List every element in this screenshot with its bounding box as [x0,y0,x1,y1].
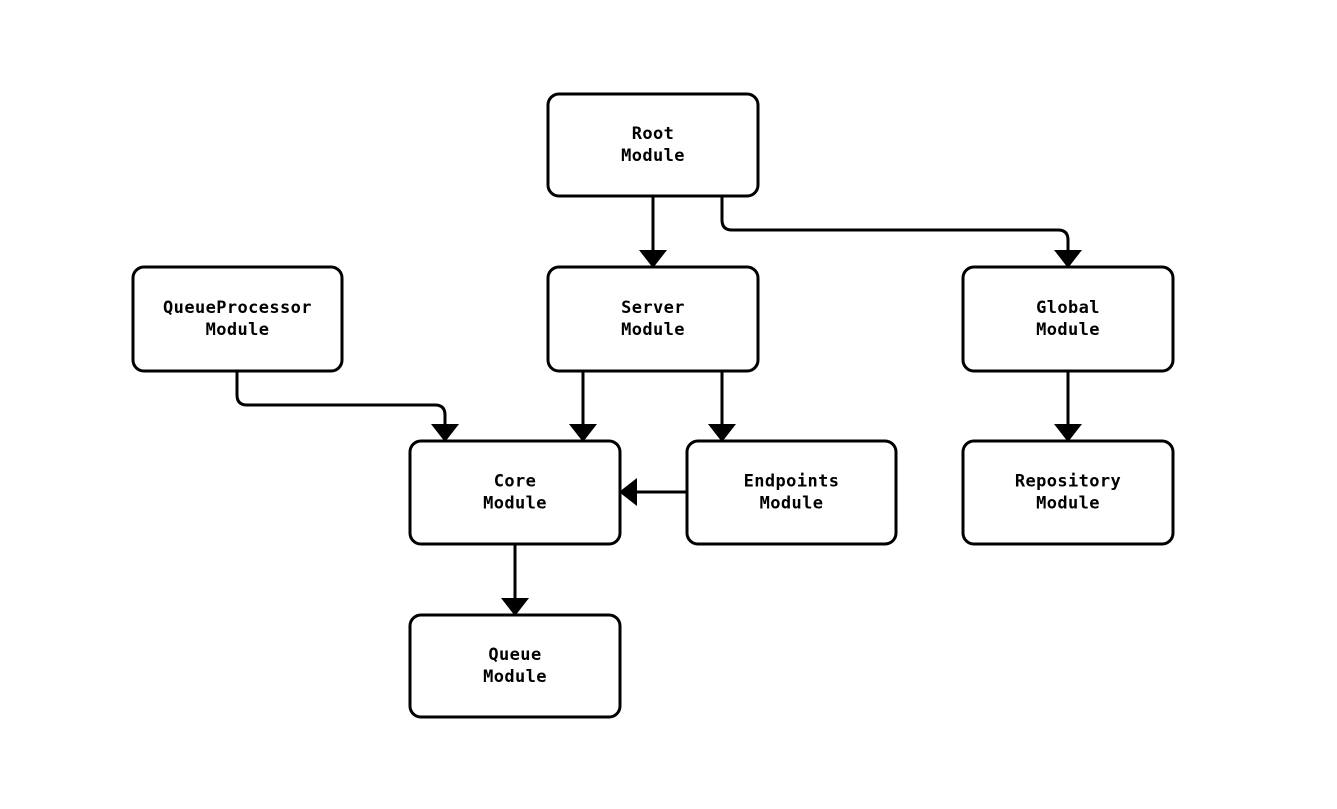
node-core-box[interactable] [408,439,622,546]
arrowhead-queueprocessor-to-core [431,424,459,442]
node-endpoints-label-line2: Module [760,494,824,514]
node-global-label-line1: Global [1036,298,1100,318]
node-server-label-line2: Module [621,320,685,340]
node-root[interactable]: Root Module [546,92,760,198]
node-repository-box[interactable] [961,439,1175,546]
node-repository[interactable]: Repository Module [961,439,1175,546]
arrowhead-core-to-queue [501,598,529,616]
node-repository-label-line2: Module [1036,494,1100,514]
node-core-label-line2: Module [483,494,547,514]
node-root-label-line1: Root [632,124,675,144]
node-queue-box[interactable] [408,613,622,719]
node-endpoints-label-line1: Endpoints [744,472,840,492]
arrowhead-global-to-repository [1054,424,1082,442]
arrowhead-root-to-global [1054,250,1082,268]
node-global-box[interactable] [961,265,1175,373]
node-server-box[interactable] [546,265,760,373]
node-core[interactable]: Core Module [408,439,622,546]
edge-layer [235,196,1070,600]
arrowhead-server-to-endpoints [708,424,736,442]
node-repository-label-line1: Repository [1015,472,1121,492]
node-queue-label-line2: Module [483,667,547,687]
edge-queueprocessor-to-core [235,371,447,426]
arrowhead-layer [431,250,1082,616]
node-server[interactable]: Server Module [546,265,760,373]
node-server-label-line1: Server [621,298,685,318]
node-global-label-line2: Module [1036,320,1100,340]
node-queueprocessor[interactable]: QueueProcessor Module [131,265,344,373]
node-queue-label-line1: Queue [488,645,541,665]
arrowhead-server-to-core [569,424,597,442]
node-endpoints-box[interactable] [685,439,898,546]
node-endpoints[interactable]: Endpoints Module [685,439,898,546]
node-queueprocessor-box[interactable] [131,265,344,373]
edge-root-to-global [720,196,1070,252]
node-queueprocessor-label-line1: QueueProcessor [163,298,312,318]
arrowhead-endpoints-to-core [619,478,637,506]
node-queueprocessor-label-line2: Module [206,320,270,340]
arrowhead-root-to-server [639,250,667,268]
node-queue[interactable]: Queue Module [408,613,622,719]
node-core-label-line1: Core [494,472,537,492]
node-root-label-line2: Module [621,146,685,166]
node-root-box[interactable] [546,92,760,198]
node-global[interactable]: Global Module [961,265,1175,373]
